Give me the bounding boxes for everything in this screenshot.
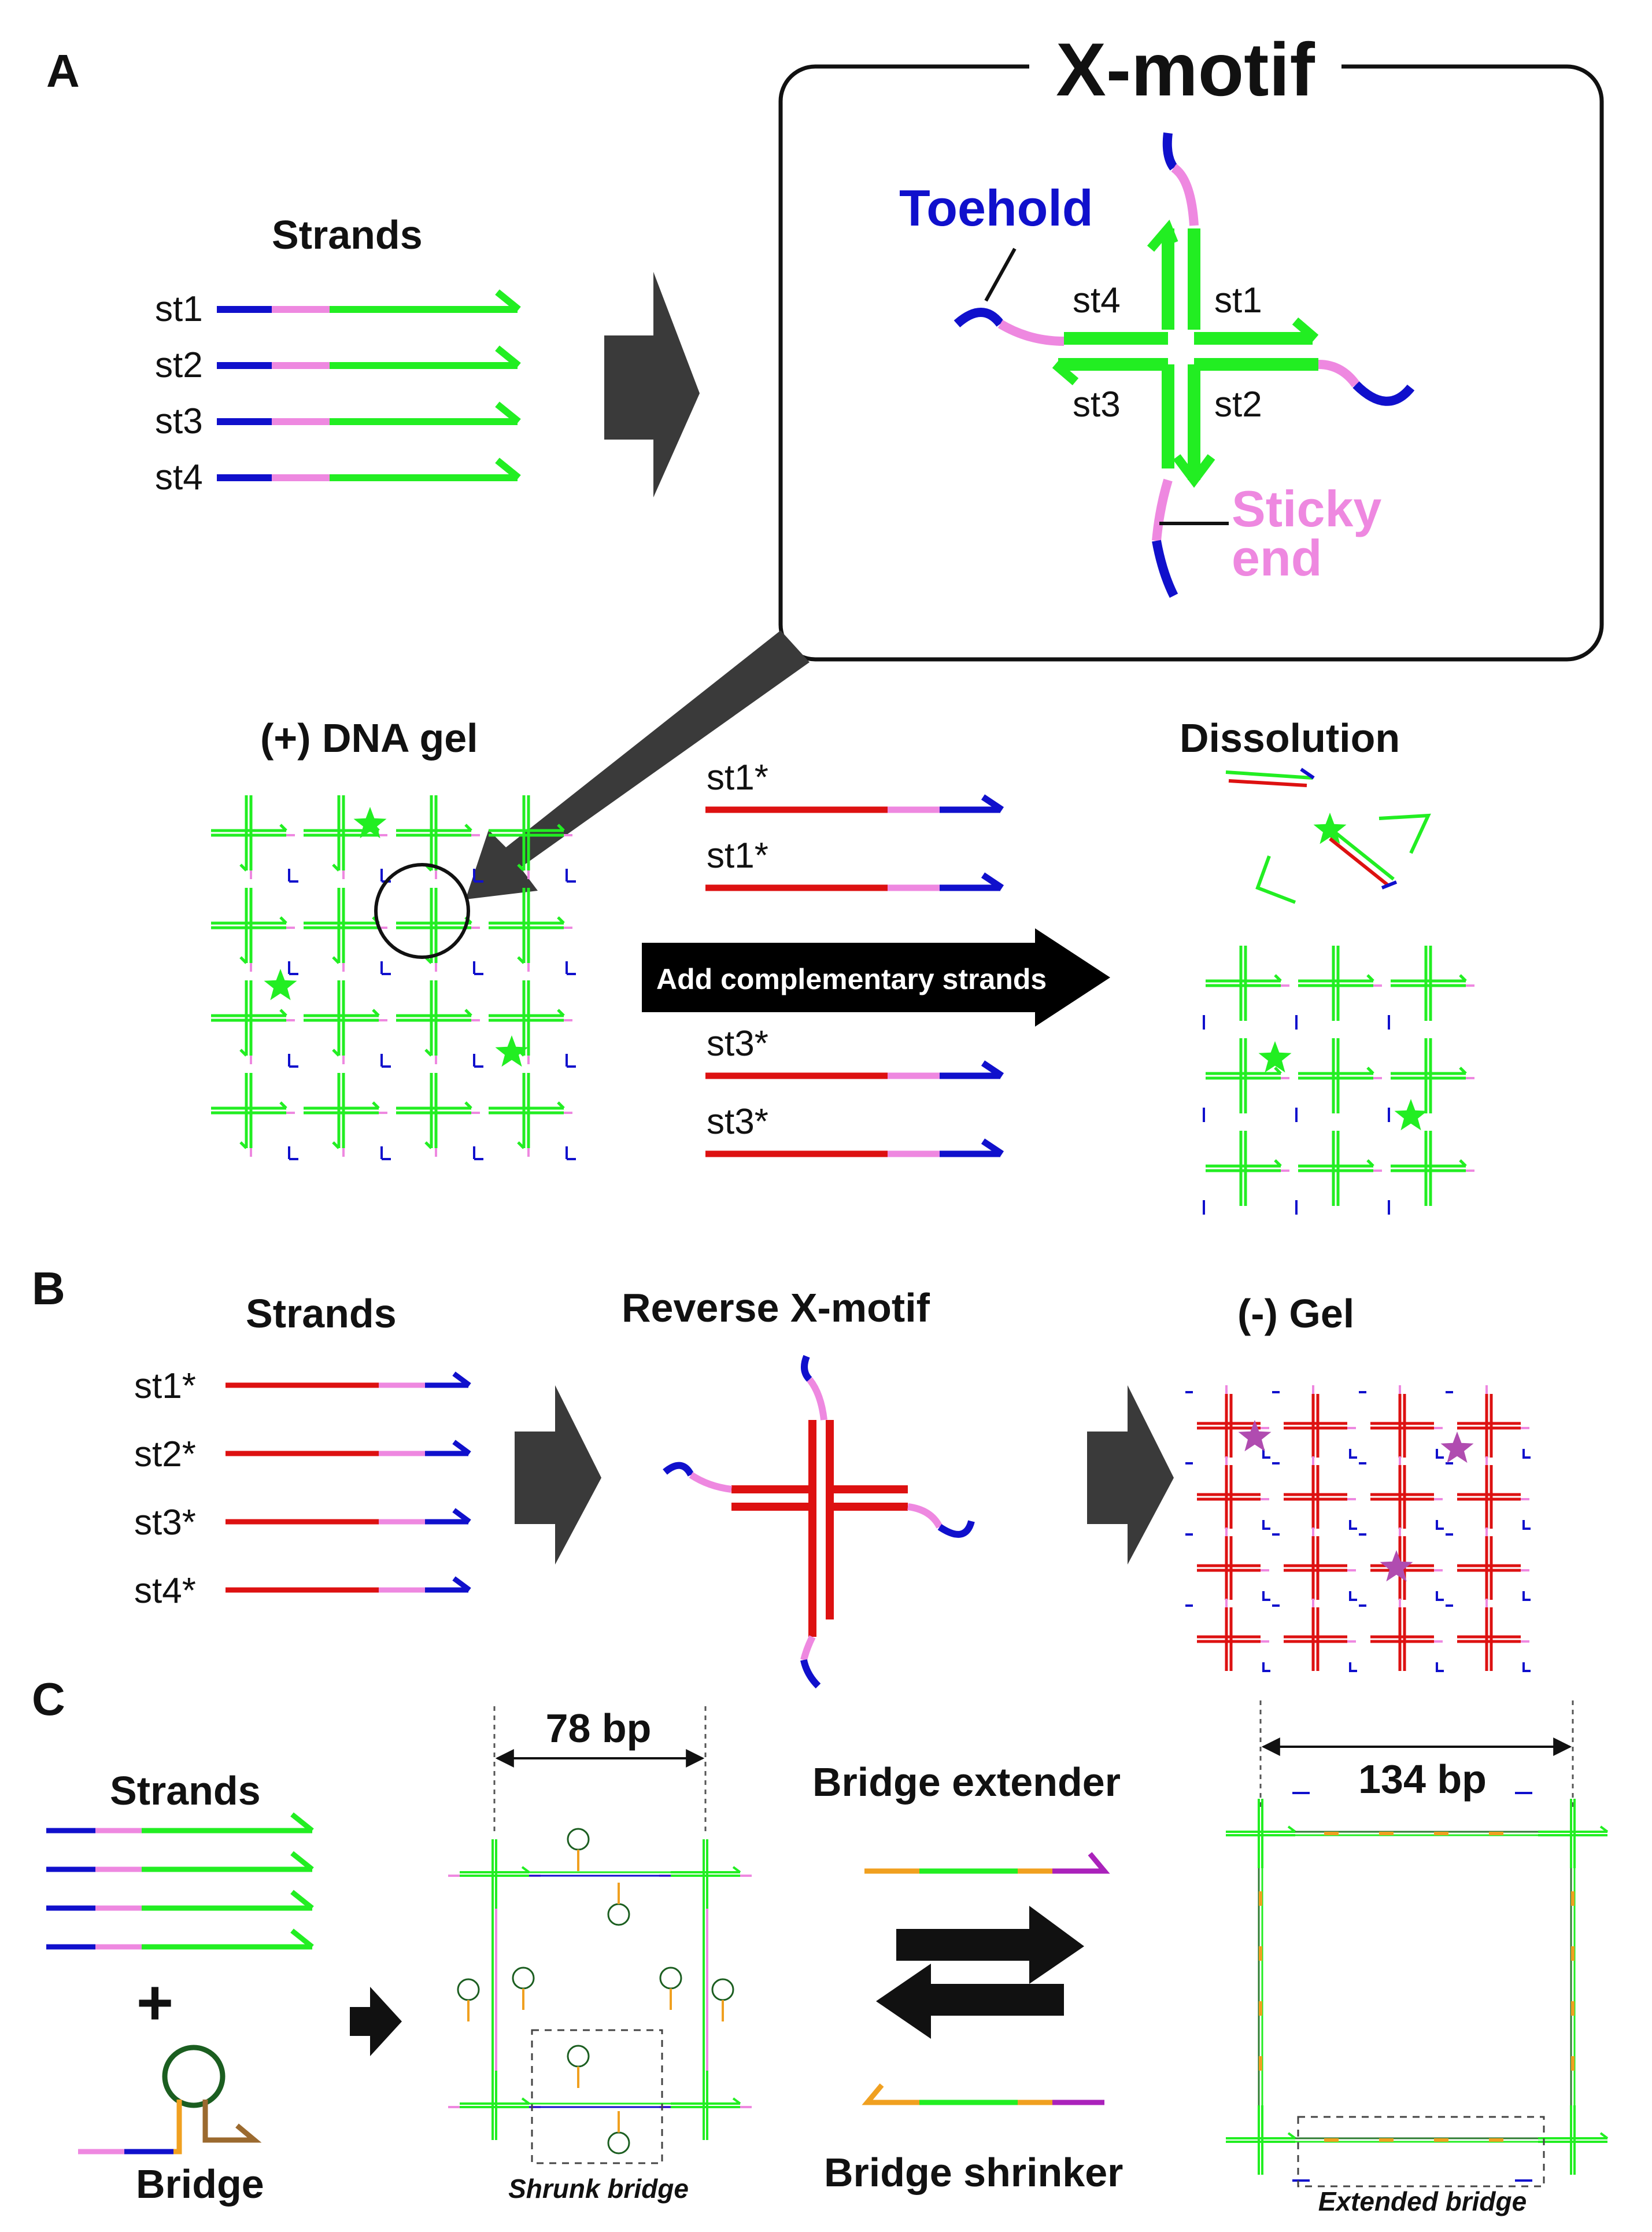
strand-label: st1 <box>155 289 203 329</box>
add-strands-label: Add complementary strands <box>656 963 1047 995</box>
star-icon <box>1313 813 1347 844</box>
process-arrow-b1 <box>515 1385 601 1565</box>
panel-label-b: B <box>32 1263 65 1314</box>
toehold-label: Toehold <box>899 179 1093 237</box>
add-strands-arrow <box>642 928 1110 1027</box>
arm-label-st4: st4 <box>1073 281 1121 320</box>
dissolution-title: Dissolution <box>1180 715 1400 761</box>
dissolved-gel <box>1203 768 1474 1215</box>
xmotif-title: X-motif <box>1056 27 1315 112</box>
shrunk-bridge-network <box>448 1828 752 2154</box>
extended-length: 134 bp <box>1358 1757 1487 1802</box>
gel-title-a: (+) DNA gel <box>260 715 478 761</box>
sticky-end-label-1: Sticky <box>1232 480 1381 537</box>
strand-list-a: st1 st2 st3 st4 <box>155 289 521 497</box>
process-arrow-b2 <box>1087 1385 1174 1565</box>
strands-title-c: Strands <box>110 1768 261 1813</box>
bridge-extender-label: Bridge extender <box>812 1759 1121 1805</box>
shrunk-caption: Shrunk bridge <box>508 2174 689 2204</box>
reverse-xmotif-title: Reverse X-motif <box>622 1285 930 1330</box>
arm-label-st3: st3 <box>1073 385 1121 425</box>
extended-caption: Extended bridge <box>1318 2186 1527 2216</box>
process-arrow-c <box>350 1987 402 2056</box>
equilibrium-arrow-forward <box>896 1906 1084 1984</box>
reverse-strand-label: st1* <box>134 1366 196 1406</box>
strand-list-c <box>46 1812 314 1950</box>
equilibrium-arrow-backward <box>876 1964 1064 2039</box>
extended-bridge-network <box>1226 1792 1609 2182</box>
bridge-label: Bridge <box>136 2161 264 2207</box>
complementary-strand-label: st3* <box>707 1024 768 1064</box>
xmotif-diagram <box>953 132 1415 598</box>
bridge-shrinker-strand <box>862 2083 1104 2105</box>
star-icon <box>495 1035 529 1067</box>
reverse-strand-label: st3* <box>134 1503 196 1543</box>
bridge-shrinker-label: Bridge shrinker <box>824 2150 1123 2195</box>
reverse-strand-label: st4* <box>134 1571 196 1611</box>
arm-label-st2: st2 <box>1214 385 1262 425</box>
reverse-strand-label: st2* <box>134 1434 196 1474</box>
strands-title-a: Strands <box>272 212 423 257</box>
star-icon <box>1258 1041 1292 1073</box>
shrunk-length: 78 bp <box>546 1706 652 1751</box>
complementary-strands: st1* st1* st3* st3* <box>705 758 1004 1157</box>
highlight-circle <box>374 863 470 959</box>
dna-gel-lattice <box>211 795 576 1160</box>
strand-list-b: st1* st2* st3* st4* <box>134 1366 471 1611</box>
bridge-hairpin <box>78 2045 262 2154</box>
star-icon <box>264 969 297 1001</box>
star-icon <box>1440 1432 1474 1463</box>
process-arrow-a <box>604 272 700 497</box>
star-icon <box>1394 1099 1428 1131</box>
complementary-strand-label: st1* <box>707 758 768 798</box>
reverse-xmotif-diagram <box>663 1355 975 1689</box>
star-icon <box>353 807 387 839</box>
panel-label-a: A <box>46 45 80 97</box>
complementary-strand-label: st3* <box>707 1102 768 1142</box>
arm-label-st1: st1 <box>1214 281 1262 320</box>
sticky-end-label-2: end <box>1232 529 1322 586</box>
star-icon <box>1380 1550 1413 1582</box>
strands-title-b: Strands <box>246 1291 397 1336</box>
strand-label: st4 <box>155 458 203 497</box>
xmotif-box <box>778 64 1604 662</box>
panel-label-c: C <box>32 1673 65 1725</box>
star-icon <box>1238 1420 1272 1452</box>
negative-gel-title: (-) Gel <box>1237 1291 1354 1336</box>
strand-label: st2 <box>155 345 203 385</box>
zoom-arrow <box>465 630 810 899</box>
strand-label: st3 <box>155 401 203 441</box>
shrunk-highlight-box <box>531 2029 663 2164</box>
complementary-strand-label: st1* <box>707 836 768 876</box>
extended-highlight-box <box>1297 2116 1545 2187</box>
plus-sign: + <box>136 1967 173 2038</box>
bridge-extender-strand <box>864 1852 1110 1874</box>
negative-gel-lattice <box>1185 1385 1531 1672</box>
